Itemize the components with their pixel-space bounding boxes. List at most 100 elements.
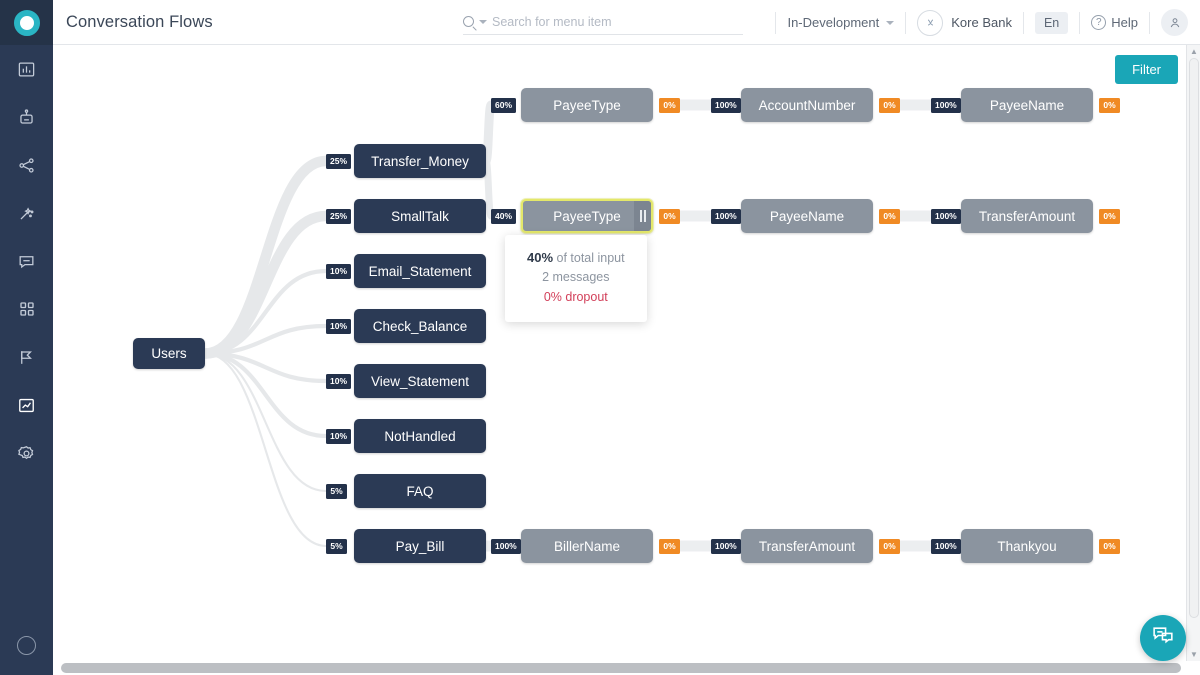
entity-out-badge-e_payeetype_sel[interactable]: 0% xyxy=(659,209,680,224)
menu-search[interactable] xyxy=(463,9,743,35)
drag-handle-icon[interactable] xyxy=(634,201,651,231)
entity-in-badge-e_payeetype_top[interactable]: 60% xyxy=(491,98,517,113)
sidebar-item-deploy[interactable] xyxy=(0,333,53,381)
chat-support-button[interactable] xyxy=(1140,615,1186,661)
entity-out-badge-e_thankyou[interactable]: 0% xyxy=(1099,539,1120,554)
flow-node-e_transferamt_mid[interactable]: TransferAmount xyxy=(961,199,1093,233)
flow-node-e_payeename_mid[interactable]: PayeeName xyxy=(741,199,873,233)
help-button[interactable]: ? Help xyxy=(1091,15,1138,30)
edge-badge-view_statement[interactable]: 10% xyxy=(326,374,352,389)
flow-node-e_payeetype_top[interactable]: PayeeType xyxy=(521,88,653,122)
chat-bubble-icon xyxy=(17,252,36,271)
page-title: Conversation Flows xyxy=(66,12,213,31)
flow-node-label: Thankyou xyxy=(997,538,1057,554)
flow-node-smalltalk[interactable]: SmallTalk xyxy=(354,199,486,233)
entity-in-badge-e_thankyou[interactable]: 100% xyxy=(931,539,961,554)
edge-badge-faq[interactable]: 5% xyxy=(326,484,347,499)
chevron-down-icon[interactable] xyxy=(479,19,487,24)
filter-button[interactable]: Filter xyxy=(1115,55,1178,84)
flow-node-e_payeetype_sel[interactable]: PayeeType xyxy=(521,199,653,233)
entity-in-badge-e_payeename_mid[interactable]: 100% xyxy=(711,209,741,224)
flow-canvas[interactable]: Users Transfer_Money 25% SmallTalk 25% Email_… xyxy=(53,45,1200,675)
flow-node-label: TransferAmount xyxy=(978,208,1076,224)
flow-node-label: PayeeType xyxy=(553,208,621,224)
share-nodes-icon xyxy=(17,156,36,175)
entity-out-badge-e_billername[interactable]: 0% xyxy=(659,539,680,554)
flow-node-label: Check_Balance xyxy=(372,318,468,334)
entity-in-badge-e_billername[interactable]: 100% xyxy=(491,539,521,554)
flow-node-label: Transfer_Money xyxy=(371,153,469,169)
flow-edges xyxy=(199,99,937,552)
bot-mark-icon xyxy=(917,9,944,36)
flow-node-label: TransferAmount xyxy=(758,538,856,554)
language-switcher[interactable]: En xyxy=(1034,11,1069,34)
entity-out-badge-e_transferamt_mid[interactable]: 0% xyxy=(1099,209,1120,224)
edge-badge-pay_bill[interactable]: 5% xyxy=(326,539,347,554)
flow-node-faq[interactable]: FAQ xyxy=(354,474,486,508)
flow-node-label: SmallTalk xyxy=(391,208,449,224)
left-sidebar xyxy=(0,0,53,675)
environment-selector[interactable]: In-Development xyxy=(787,15,895,30)
entity-in-badge-e_transferamt_mid[interactable]: 100% xyxy=(931,209,961,224)
bot-selector[interactable]: Kore Bank xyxy=(917,9,1012,36)
flow-node-email_statement[interactable]: Email_Statement xyxy=(354,254,486,288)
edge-badge-smalltalk[interactable]: 25% xyxy=(326,209,352,224)
edge-badge-nothandled[interactable]: 10% xyxy=(326,429,352,444)
sidebar-collapse-button[interactable] xyxy=(0,615,53,675)
environment-label: In-Development xyxy=(787,15,880,30)
bar-chart-icon xyxy=(17,60,36,79)
flow-node-e_transferamt_bot[interactable]: TransferAmount xyxy=(741,529,873,563)
sidebar-item-natural-language[interactable] xyxy=(0,189,53,237)
sidebar-item-messages[interactable] xyxy=(0,237,53,285)
entity-in-badge-e_accountnumber[interactable]: 100% xyxy=(711,98,741,113)
flow-node-e_thankyou[interactable]: Thankyou xyxy=(961,529,1093,563)
sidebar-item-settings[interactable] xyxy=(0,429,53,477)
flow-node-e_billername[interactable]: BillerName xyxy=(521,529,653,563)
tooltip-dropout: 0% dropout xyxy=(543,289,608,304)
entity-out-badge-e_payeename_top[interactable]: 0% xyxy=(1099,98,1120,113)
flow-node-label: NotHandled xyxy=(384,428,456,444)
flow-node-label: BillerName xyxy=(553,538,621,554)
flow-node-pay_bill[interactable]: Pay_Bill xyxy=(354,529,486,563)
header-actions: In-Development Kore Bank En ? Help xyxy=(775,0,1188,45)
caret-up-icon[interactable]: ▲ xyxy=(1190,47,1198,56)
magic-wand-icon xyxy=(17,204,36,223)
sidebar-item-apps[interactable] xyxy=(0,285,53,333)
edge-badge-transfer_money[interactable]: 25% xyxy=(326,154,352,169)
horizontal-scroll-thumb[interactable] xyxy=(61,663,1181,673)
entity-in-badge-e_payeename_top[interactable]: 100% xyxy=(931,98,961,113)
flow-node-e_accountnumber[interactable]: AccountNumber xyxy=(741,88,873,122)
edge-badge-check_balance[interactable]: 10% xyxy=(326,319,352,334)
edge-badge-email_statement[interactable]: 10% xyxy=(326,264,352,279)
vertical-scroll-thumb[interactable] xyxy=(1189,58,1199,618)
entity-in-badge-e_transferamt_bot[interactable]: 100% xyxy=(711,539,741,554)
vertical-scrollbar[interactable]: ▲ ▼ xyxy=(1186,45,1200,661)
flow-node-users[interactable]: Users xyxy=(133,338,205,369)
flow-node-check_balance[interactable]: Check_Balance xyxy=(354,309,486,343)
flow-node-label: PayeeName xyxy=(769,208,845,224)
entity-out-badge-e_payeetype_top[interactable]: 0% xyxy=(659,98,680,113)
flow-node-e_payeename_top[interactable]: PayeeName xyxy=(961,88,1093,122)
horizontal-scrollbar[interactable] xyxy=(53,661,1200,675)
sidebar-item-dialog-tasks[interactable] xyxy=(0,141,53,189)
flag-icon xyxy=(17,348,36,367)
search-input[interactable] xyxy=(492,14,712,29)
search-icon xyxy=(463,16,474,27)
avatar[interactable] xyxy=(1161,9,1188,36)
entity-out-badge-e_accountnumber[interactable]: 0% xyxy=(879,98,900,113)
bot-name: Kore Bank xyxy=(951,15,1012,30)
header-divider xyxy=(1149,11,1150,34)
app-logo[interactable] xyxy=(0,0,53,45)
flow-node-transfer_money[interactable]: Transfer_Money xyxy=(354,144,486,178)
sidebar-item-analytics-bars[interactable] xyxy=(0,45,53,93)
entity-out-badge-e_payeename_mid[interactable]: 0% xyxy=(879,209,900,224)
sidebar-item-bot-build[interactable] xyxy=(0,93,53,141)
entity-out-badge-e_transferamt_bot[interactable]: 0% xyxy=(879,539,900,554)
kore-ring-logo-icon xyxy=(13,9,40,36)
caret-down-icon[interactable]: ▼ xyxy=(1190,650,1198,659)
sidebar-item-analyze[interactable] xyxy=(0,381,53,429)
flow-node-nothandled[interactable]: NotHandled xyxy=(354,419,486,453)
entity-in-badge-e_payeetype_sel[interactable]: 40% xyxy=(491,209,517,224)
flow-node-view_statement[interactable]: View_Statement xyxy=(354,364,486,398)
